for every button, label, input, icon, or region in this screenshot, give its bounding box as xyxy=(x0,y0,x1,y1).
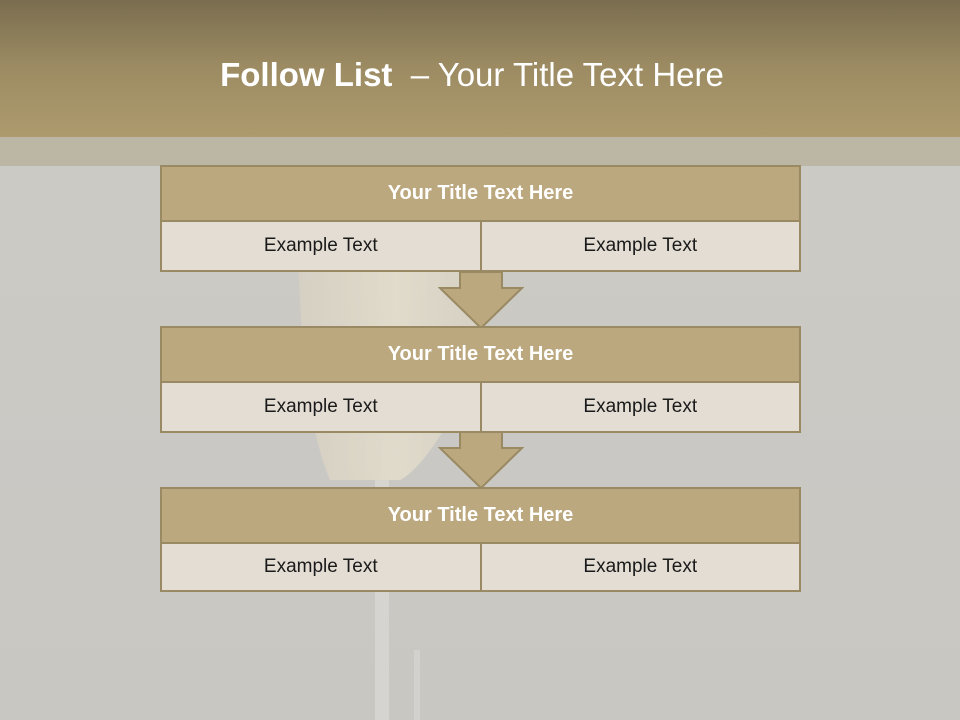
block-cell-right: Example Text xyxy=(479,383,801,433)
down-arrow-icon xyxy=(438,431,524,489)
title-bar-band xyxy=(0,137,960,166)
block-cell-right: Example Text xyxy=(479,544,801,592)
title-bar xyxy=(0,0,960,137)
block-cell-left: Example Text xyxy=(160,544,482,592)
block-cells: Example Text Example Text xyxy=(160,544,801,592)
slide-title-rest: – Your Title Text Here xyxy=(410,56,724,93)
block-title: Your Title Text Here xyxy=(160,326,801,383)
block-cells: Example Text Example Text xyxy=(160,222,801,272)
slide-title-bold: Follow List xyxy=(220,56,393,93)
slide-title: Follow List – Your Title Text Here xyxy=(0,54,944,96)
block-cell-left: Example Text xyxy=(160,222,482,272)
block-title: Your Title Text Here xyxy=(160,487,801,544)
down-arrow-icon xyxy=(438,271,524,329)
block-cell-left: Example Text xyxy=(160,383,482,433)
block-cells: Example Text Example Text xyxy=(160,383,801,433)
block-cell-right: Example Text xyxy=(479,222,801,272)
block-title: Your Title Text Here xyxy=(160,165,801,222)
